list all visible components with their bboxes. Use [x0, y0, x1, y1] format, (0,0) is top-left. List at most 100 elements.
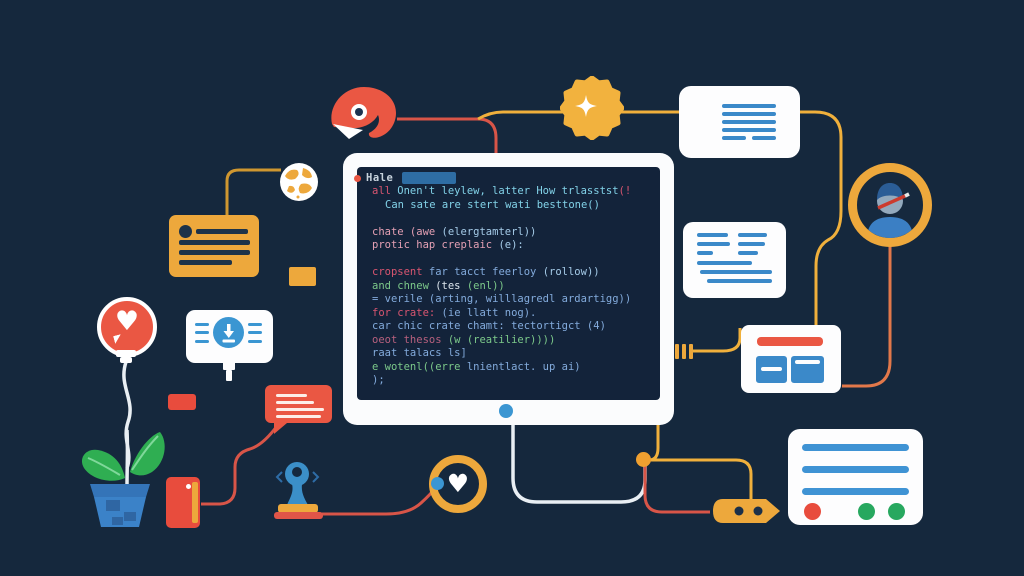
text-line	[738, 233, 767, 237]
heart-icon: ♥	[446, 469, 470, 498]
bulb-base	[116, 350, 136, 357]
selection-highlight	[402, 172, 457, 184]
code-line	[352, 212, 664, 226]
text-line	[179, 250, 250, 255]
code-header-label: Hale	[366, 172, 394, 184]
bubble-tail	[274, 423, 287, 434]
content-box	[756, 356, 787, 383]
plug-connector-icon	[675, 344, 679, 359]
notebook-dot	[186, 484, 191, 489]
text-line	[707, 279, 772, 283]
status-line	[802, 466, 909, 473]
text-line	[179, 240, 250, 245]
sticky-note-card	[169, 215, 259, 277]
text-line	[752, 136, 776, 140]
status-line	[802, 488, 909, 495]
snake-eye	[355, 108, 363, 116]
red-notebook-icon	[166, 477, 200, 528]
user-avatar-badge	[848, 163, 932, 247]
card-plug-pin	[226, 370, 232, 381]
webcam-dot	[499, 404, 513, 418]
code-line: for crate: (ie llatt nog).	[372, 306, 537, 319]
monitor-screen	[357, 167, 660, 400]
status-line	[802, 444, 909, 451]
wire-plug-to-browser	[692, 328, 742, 353]
code-line	[352, 253, 664, 267]
url-bar	[757, 337, 823, 346]
text-line	[276, 408, 324, 411]
code-lines: all Onen't leylew, latter How trlasstst(…	[352, 185, 664, 388]
heart-icon: ♥	[114, 306, 140, 337]
text-line	[697, 233, 728, 237]
notebook-spine	[192, 482, 198, 523]
status-dot-green	[888, 503, 905, 520]
download-icon	[213, 317, 244, 348]
text-line	[248, 331, 262, 334]
text-line	[738, 251, 758, 255]
code-line: );	[372, 374, 385, 386]
sparkle-seal-icon	[560, 76, 624, 140]
download-card	[186, 310, 273, 363]
text-line	[697, 261, 752, 265]
code-header: Hale	[352, 171, 664, 185]
text-line	[722, 120, 776, 124]
arrow-capsule-icon	[713, 499, 780, 523]
code-line: protic hap creplaic (e):	[372, 239, 524, 251]
code-line: Can sate are stert wati besttone()	[385, 198, 600, 211]
content-box	[791, 356, 824, 383]
text-line	[722, 104, 776, 108]
text-line	[179, 260, 232, 265]
text-line	[276, 401, 314, 404]
note-bullet	[179, 225, 192, 238]
code-line: car chic crate chamt: tectortigct (4)	[372, 320, 606, 332]
wire-stamp-to-heart	[322, 486, 438, 516]
status-dot-red	[804, 503, 821, 520]
code-line: cropsent far tacct feerloy (rollow))	[372, 266, 600, 278]
code-line: and chnew (tes (enl))	[372, 279, 505, 292]
text-line	[700, 270, 772, 274]
potted-plant-icon	[81, 429, 165, 527]
ring-node-dot	[431, 477, 444, 490]
wire-bubble-to-book	[201, 425, 279, 506]
red-chip	[168, 394, 196, 410]
pot-rim	[90, 484, 150, 497]
wire-junction-to-capsule	[645, 458, 753, 500]
leaf	[130, 432, 165, 476]
junction-dot	[636, 452, 651, 467]
text-line	[195, 331, 209, 334]
browser-window-card	[741, 325, 841, 393]
wire-junction-red	[643, 463, 710, 514]
globe-icon	[280, 163, 318, 201]
code-line: raat talacs ls]	[372, 347, 467, 359]
text-line	[195, 323, 209, 326]
text-line	[248, 340, 262, 343]
text-line	[697, 251, 713, 255]
code-line: oeot thesos (w (reatilier))))	[372, 333, 556, 346]
snake-fang	[333, 124, 363, 139]
monitor-frame	[343, 153, 674, 425]
bulb-base	[120, 357, 132, 363]
status-card	[788, 429, 923, 525]
code-area: Hale all Onen't leylew, latter How trlas…	[352, 171, 664, 388]
rubber-stamp-icon	[274, 462, 323, 519]
text-line	[195, 340, 209, 343]
text-line	[276, 415, 321, 418]
text-line	[722, 112, 776, 116]
wire-card-to-browser	[799, 110, 843, 328]
text-line	[248, 323, 262, 326]
wire-note-to-globe	[225, 168, 281, 216]
card-plug	[223, 362, 235, 370]
chevron-left-icon	[275, 471, 283, 483]
idea-bulb-icon: ♥	[97, 297, 157, 357]
status-dot-green	[858, 503, 875, 520]
wire-monitor-to-junction	[648, 424, 660, 462]
plug-connector-icon	[689, 344, 693, 359]
plug-connector-icon	[682, 344, 686, 359]
breakpoint-dot-icon	[354, 174, 361, 182]
code-line: e wotenl((erre lnientlact. up ai)	[372, 360, 581, 373]
text-line	[722, 136, 746, 140]
yellow-chip	[289, 267, 316, 286]
text-line	[196, 229, 248, 234]
text-line	[276, 394, 307, 397]
